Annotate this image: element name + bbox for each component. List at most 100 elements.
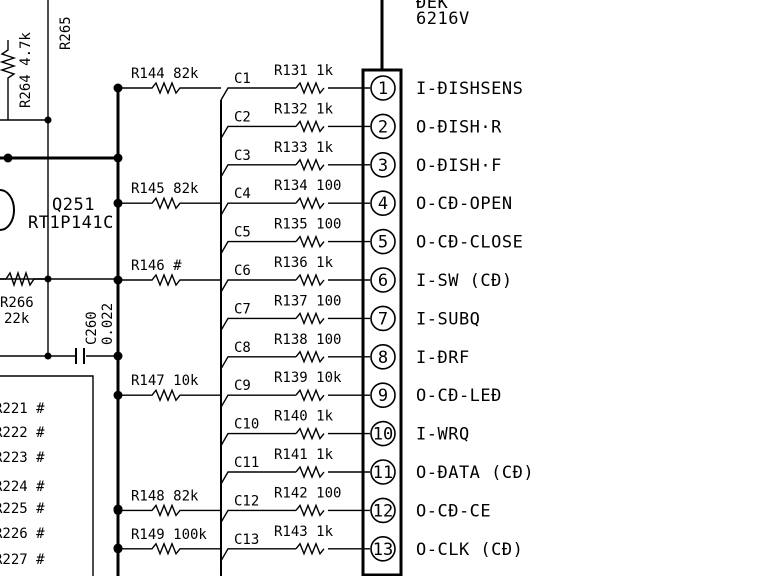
- series-resistor: [295, 196, 325, 211]
- cap-wire: [220, 279, 296, 293]
- cap-wire: [220, 471, 296, 485]
- pin-number: 6: [378, 271, 388, 291]
- pin-circle: [370, 420, 396, 447]
- series-resistor: [295, 349, 325, 364]
- node-dot: [3, 153, 13, 163]
- pin-number: 13: [373, 540, 393, 560]
- list-item: R225 #: [0, 501, 45, 517]
- series-resistor-label: R143 1k: [274, 524, 334, 540]
- bus-resistor: [118, 81, 221, 95]
- node-dot: [113, 504, 123, 514]
- pin-circle: [370, 459, 396, 485]
- series-resistor-label: R135 100: [274, 217, 341, 233]
- bus-resistor-label: R147 10k: [131, 373, 199, 389]
- connector-header-top: ƉEK: [416, 0, 448, 13]
- node-dot: [113, 153, 123, 163]
- pin-number: 4: [378, 194, 388, 214]
- cap-label: C5: [234, 225, 251, 241]
- pin-circle: [370, 305, 396, 332]
- signal-name: I-WRQ: [416, 425, 470, 445]
- cap-wire: [220, 125, 296, 139]
- cap-label: C10: [234, 417, 259, 433]
- series-resistor: [295, 119, 325, 134]
- cap-wire: [220, 509, 296, 523]
- pin-number: 9: [378, 386, 388, 406]
- series-resistor-label: R142 100: [274, 485, 341, 501]
- cap-label: C1: [234, 71, 251, 87]
- bus-resistor: [118, 196, 221, 211]
- pin-circle: [370, 190, 396, 216]
- r266-symbol: [0, 270, 48, 288]
- list-box: [0, 375, 94, 576]
- list-item: R221 #: [0, 401, 45, 417]
- bus-resistor-label: R148 82k: [131, 488, 199, 504]
- cap-wire: [220, 548, 296, 562]
- series-resistor: [295, 465, 325, 479]
- series-resistor-label: R137 100: [274, 293, 341, 309]
- static-wiring: [0, 0, 403, 576]
- signal-name: I-ƉISHSENS: [416, 79, 523, 99]
- c260-value: 0.022: [100, 303, 116, 345]
- cap-label: C2: [234, 109, 251, 125]
- series-resistor: [295, 273, 325, 287]
- cap-label: C7: [234, 301, 251, 317]
- node-dot: [113, 275, 123, 285]
- q251-name: Q251: [52, 195, 95, 215]
- cap-wire: [220, 202, 296, 216]
- series-resistor-label: R136 1k: [274, 255, 334, 271]
- bus-resistor: [118, 541, 221, 556]
- r264-symbol: [0, 40, 17, 120]
- pin-circle: [370, 75, 396, 101]
- signal-name: O-ƉATA (CƉ): [416, 463, 534, 483]
- series-resistor-label: R132 1k: [274, 101, 334, 117]
- bus-resistor-label: R149 100k: [131, 527, 207, 543]
- pin-circle: [370, 382, 396, 409]
- node-dot: [113, 543, 123, 553]
- cap-label: C11: [234, 455, 259, 471]
- bus-resistor: [118, 388, 221, 403]
- cap-label: C9: [234, 378, 251, 394]
- bus-resistor-label: R146 #: [131, 258, 182, 274]
- bus-resistor: [118, 273, 221, 287]
- pin-number: 12: [373, 501, 393, 521]
- node-dot: [113, 83, 123, 93]
- signal-name: O-ƉISH·F: [416, 156, 502, 176]
- cap-label: C8: [234, 340, 251, 356]
- pin-circle: [370, 113, 396, 140]
- signal-name: O-ƉISH·R: [416, 117, 502, 137]
- pin-number: 5: [378, 233, 388, 253]
- r266-value: 22k: [4, 311, 30, 327]
- bus-resistor-label: R144 82k: [131, 66, 199, 82]
- pin-circle: [370, 267, 396, 293]
- pin-circle: [370, 228, 396, 255]
- series-resistor-label: R139 10k: [274, 370, 342, 386]
- cap-label: C13: [234, 532, 259, 548]
- cap-label: C12: [234, 493, 259, 509]
- cap-label: C3: [234, 148, 251, 164]
- pin-number: 10: [373, 425, 393, 445]
- pin-circle: [370, 497, 396, 524]
- cap-wire: [220, 356, 296, 370]
- node-dot: [44, 116, 52, 124]
- series-resistor: [295, 157, 325, 172]
- signal-name: I-SW (CƉ): [416, 271, 513, 291]
- series-resistor-label: R133 1k: [274, 140, 334, 156]
- pin-number: 8: [378, 348, 388, 368]
- pin-number: 1: [378, 79, 388, 99]
- node-dot: [113, 351, 123, 361]
- pin-circle: [370, 152, 396, 178]
- cap-wire: [220, 240, 296, 254]
- node-dot: [113, 390, 123, 400]
- connector-part-number: 6216V: [416, 9, 470, 29]
- signal-name: I-SUBQ: [416, 309, 480, 329]
- cap-wire: [220, 164, 296, 178]
